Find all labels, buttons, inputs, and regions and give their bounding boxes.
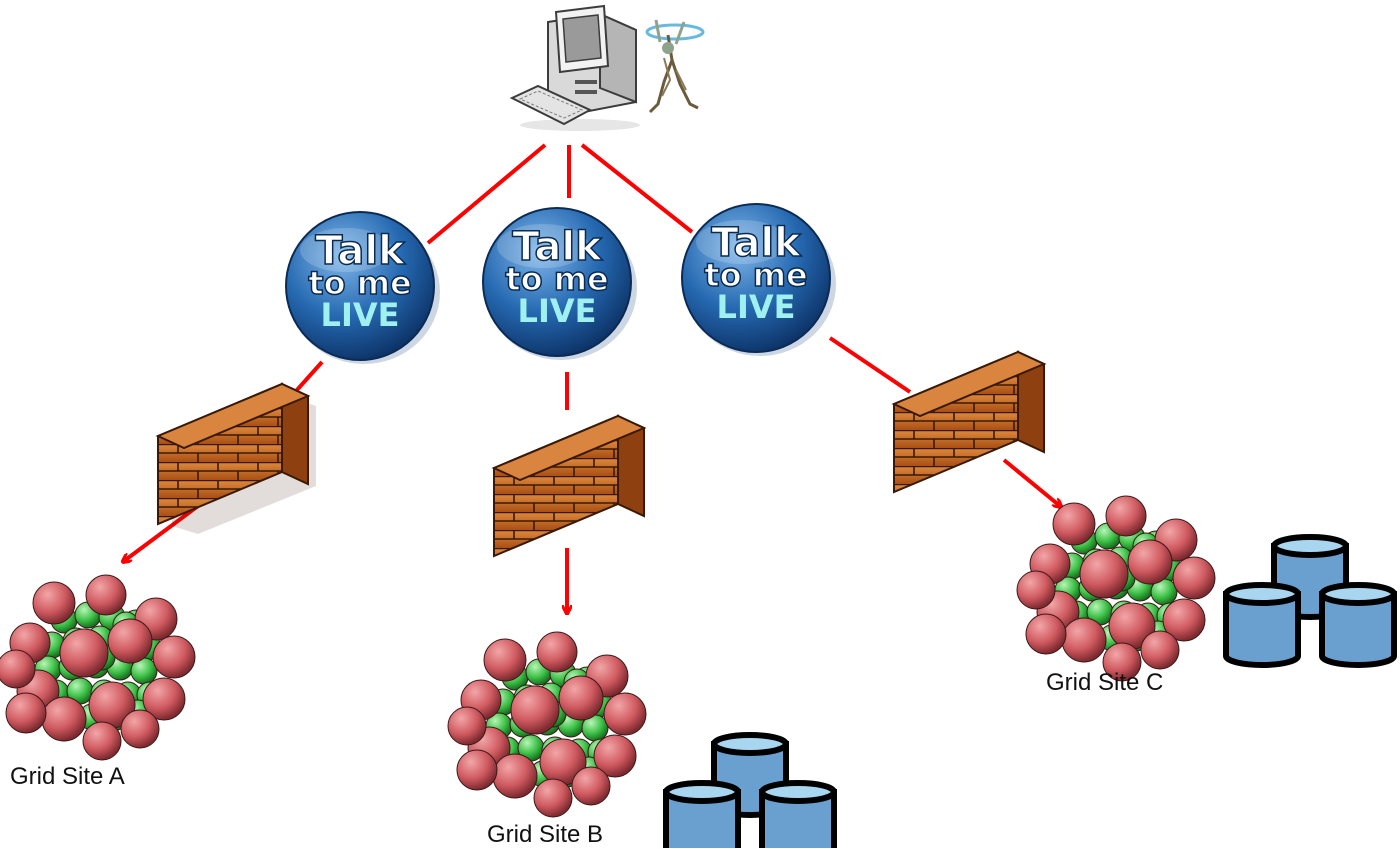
- firewall-icon: [491, 414, 647, 558]
- cluster-node-red: [1105, 495, 1147, 537]
- cluster-node-red: [85, 574, 127, 616]
- badge-line1: Talk: [711, 220, 802, 266]
- cluster-node-red: [1025, 613, 1067, 655]
- cluster-node-red: [1127, 539, 1173, 585]
- cluster-node-red: [32, 581, 76, 625]
- cluster-node-red: [5, 692, 47, 734]
- cluster-node-red: [1172, 556, 1216, 600]
- cluster-node-red: [142, 677, 186, 721]
- talk-badge-2: Talk to me LIVE: [482, 207, 637, 360]
- badge-line1: Talk: [315, 228, 406, 274]
- cluster-node-red: [41, 696, 87, 742]
- arrows: [124, 458, 1060, 612]
- badge-line2: to me: [505, 260, 608, 298]
- connectors: [286, 143, 912, 410]
- cluster-node-red: [593, 734, 637, 778]
- cluster-node-red: [1061, 617, 1107, 663]
- talk-badge-3: Talk to me LIVE: [681, 203, 836, 356]
- site-label-a: Grid Site A: [10, 763, 125, 790]
- connector-badge-3-to-firewall-c: [828, 336, 912, 394]
- cluster-node-red: [1016, 570, 1056, 610]
- cluster-node-red: [1140, 630, 1180, 670]
- badge-line1: Talk: [512, 224, 603, 270]
- storage-icon: [663, 732, 837, 848]
- cluster-node-red: [1079, 549, 1129, 599]
- firewall-icon: [155, 382, 316, 534]
- badge-line3: LIVE: [518, 292, 597, 330]
- storage-cylinder: [1223, 582, 1301, 668]
- cluster-node-red: [571, 766, 611, 806]
- cluster-node-red: [120, 709, 160, 749]
- compute-cluster-icon: [1016, 495, 1216, 682]
- cluster-node-red: [510, 685, 560, 735]
- cluster-node-red: [0, 649, 36, 689]
- arrow-to-site-c: [1002, 458, 1060, 506]
- site-label-b: Grid Site B: [487, 821, 604, 848]
- site-label-c: Grid Site C: [1046, 669, 1164, 696]
- cluster-node-red: [82, 721, 122, 761]
- cluster-node-red: [447, 706, 487, 746]
- cluster-node-red: [558, 675, 604, 721]
- compute-cluster-icon: [447, 631, 647, 818]
- connector-computer-to-badge-3: [580, 143, 694, 234]
- cluster-node-red: [533, 778, 573, 818]
- cluster-node-red: [603, 692, 647, 736]
- computer-icon: [509, 4, 640, 131]
- globus-figure-icon: [645, 19, 705, 114]
- cluster-node-red: [456, 749, 498, 791]
- storage-cylinder: [759, 780, 837, 848]
- badge-line3: LIVE: [321, 296, 400, 334]
- cluster-node-red: [1162, 598, 1206, 642]
- storage-cylinder: [663, 780, 741, 848]
- talk-badge-1: Talk to me LIVE: [285, 211, 440, 364]
- cluster-node-red: [107, 618, 153, 664]
- badge-line2: to me: [308, 264, 411, 302]
- cluster-node-red: [536, 631, 578, 673]
- firewall-icon: [891, 350, 1047, 494]
- storage-icon: [1223, 534, 1397, 668]
- cluster-node-red: [483, 638, 527, 682]
- badge-line2: to me: [704, 256, 807, 294]
- storage-cylinder: [1319, 582, 1397, 668]
- cluster-node-red: [1102, 642, 1142, 682]
- cluster-node-red: [492, 753, 538, 799]
- connector-computer-to-badge-1: [426, 143, 547, 245]
- cluster-node-red: [59, 628, 109, 678]
- cluster-node-red: [152, 635, 196, 679]
- cluster-node-red: [1052, 502, 1096, 546]
- compute-cluster-icon: [0, 574, 196, 761]
- badge-line3: LIVE: [717, 288, 796, 326]
- arrow-to-site-a: [124, 504, 200, 561]
